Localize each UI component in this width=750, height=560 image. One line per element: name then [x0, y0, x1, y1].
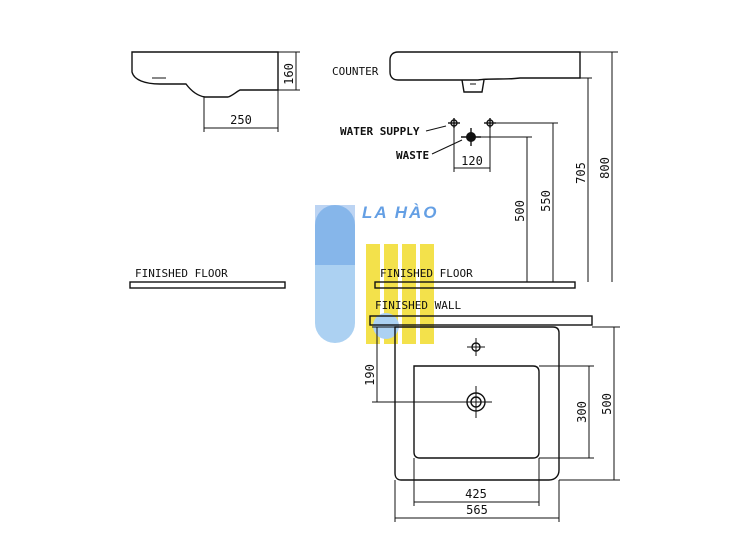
dim-800-label: 800 — [598, 157, 612, 179]
elevation-floor-line — [374, 281, 576, 289]
counter-label: COUNTER — [332, 65, 379, 78]
watermark-logo: LA HÀO — [315, 203, 439, 344]
drain-icon — [460, 386, 492, 418]
basin-outer-outline — [394, 326, 560, 481]
watermark-dot — [373, 313, 399, 339]
plan-view: FINISHED WALL 190 300 500 — [363, 299, 620, 522]
side-view-basin: 160 250 — [131, 51, 300, 132]
dim-250-label: 250 — [230, 113, 252, 127]
basin-bowl-outline — [413, 365, 540, 459]
side-floor: FINISHED FLOOR — [129, 267, 286, 289]
side-floor-label: FINISHED FLOOR — [135, 267, 228, 280]
waste-label: WASTE — [396, 149, 429, 162]
water-supply-label: WATER SUPPLY — [340, 125, 420, 138]
watermark-stripe-4 — [420, 244, 434, 344]
dim-425-label: 425 — [465, 487, 487, 501]
dim-300-label: 300 — [575, 401, 589, 423]
dim-190-label: 190 — [363, 364, 377, 386]
dim-550-label: 550 — [539, 190, 553, 212]
counter-basin-outline — [389, 51, 581, 81]
dim-120-label: 120 — [461, 154, 483, 168]
watermark-stripe-3 — [402, 244, 416, 344]
dim-500-elev-label: 500 — [513, 200, 527, 222]
water-supply-leader — [425, 125, 447, 132]
finished-wall-line — [369, 315, 593, 326]
elevation-view: COUNTER WATER SUPPLY WASTE 120 — [332, 51, 618, 289]
dim-565-label: 565 — [466, 503, 488, 517]
water-supply-fitting — [448, 118, 460, 128]
basin-drain — [461, 79, 485, 93]
watermark-text: LA HÀO — [362, 203, 439, 222]
tap-hole-icon — [467, 338, 485, 356]
waste-leader — [431, 139, 463, 155]
watermark-bar-dark — [315, 205, 355, 265]
dim-160-label: 160 — [282, 63, 296, 85]
dim-705-label: 705 — [574, 162, 588, 184]
finished-wall-label: FINISHED WALL — [375, 299, 461, 312]
side-view-outline — [131, 51, 279, 98]
elevation-floor-label: FINISHED FLOOR — [380, 267, 473, 280]
side-floor-line — [129, 281, 286, 289]
dim-500-plan-label: 500 — [600, 393, 614, 415]
waste-fitting — [461, 128, 481, 146]
watermark-bar-light — [315, 205, 355, 343]
